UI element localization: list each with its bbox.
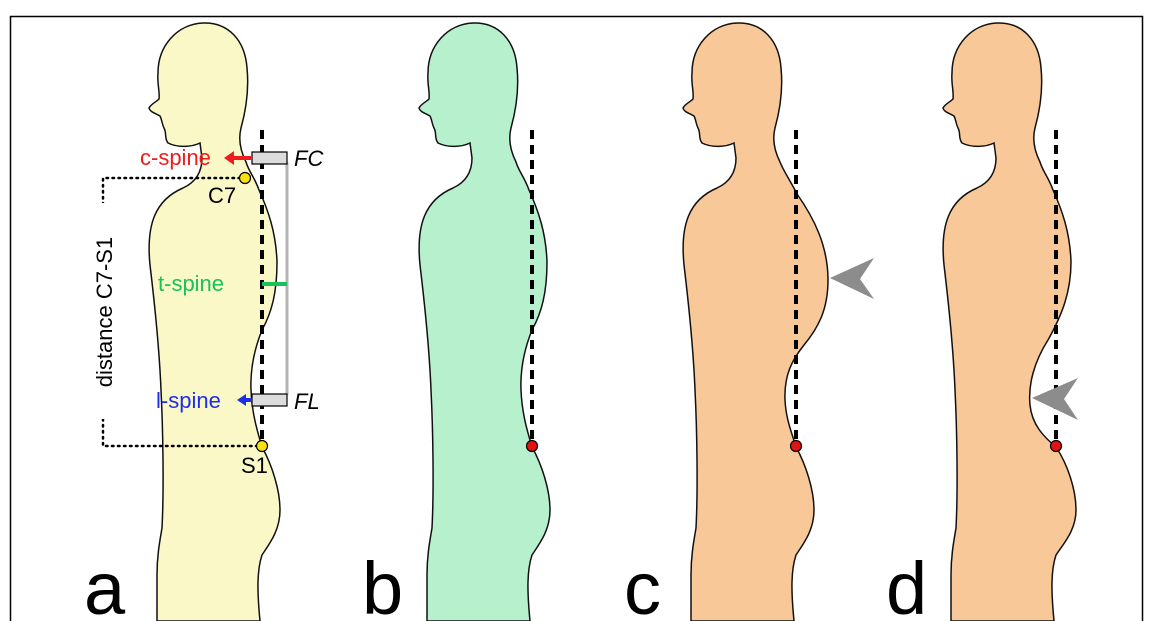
panel-letter-c: c	[624, 547, 661, 621]
c7-label: C7	[208, 183, 236, 208]
fc-label: FC	[294, 146, 323, 171]
panel-b: b	[362, 23, 550, 621]
s1-landmark-d	[1051, 441, 1062, 452]
s1-landmark	[257, 441, 268, 452]
l-spine-label: l-spine	[156, 388, 221, 413]
c7-landmark	[240, 173, 251, 184]
distance-c7-s1-label: distance C7-S1	[92, 237, 117, 387]
fl-marker	[252, 394, 287, 406]
body-silhouette-b	[419, 23, 550, 621]
body-silhouette-c	[683, 23, 828, 621]
s1-label: S1	[241, 453, 268, 478]
panel-a: distance C7-S1 c-spine C7 t-spine l-spin…	[84, 23, 323, 621]
panel-letter-a: a	[84, 547, 126, 621]
panel-letter-d: d	[886, 547, 927, 621]
t-spine-label: t-spine	[158, 271, 224, 296]
c-spine-label: c-spine	[140, 145, 211, 170]
fc-marker	[252, 152, 287, 164]
body-silhouette-a	[149, 23, 280, 621]
panel-d: d	[886, 23, 1078, 621]
panel-c: c	[624, 23, 874, 621]
panel-letter-b: b	[362, 547, 403, 621]
lumbar-lordosis-arrowhead	[1032, 378, 1078, 420]
fl-label: FL	[294, 389, 320, 414]
s1-landmark-c	[791, 441, 802, 452]
body-silhouette-d	[943, 23, 1076, 621]
thoracic-kyphosis-arrowhead	[830, 258, 874, 299]
s1-landmark-b	[527, 441, 538, 452]
